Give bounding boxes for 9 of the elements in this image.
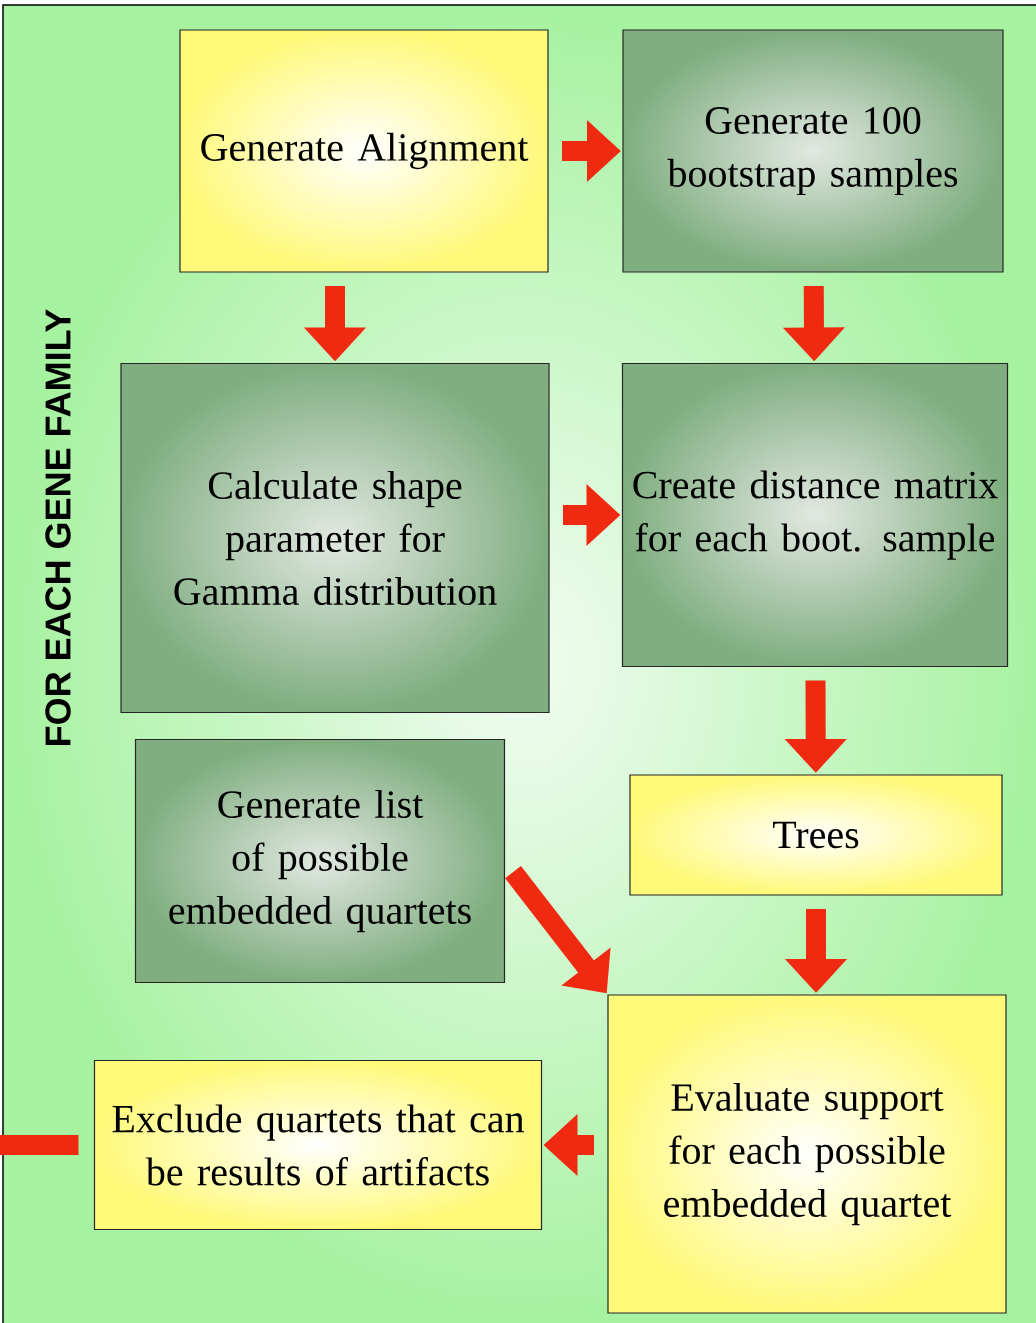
process-box: Trees [629,774,1003,896]
process-box: Create distance matrix for each boot. sample [621,362,1009,668]
process-box: Evaluate support for each possible embedded quartet [607,994,1007,1314]
process-box: Generate Alignment [179,29,549,273]
process-box: Generate 100 bootstrap samples [622,29,1004,273]
process-box: Exclude quartets that can be results of artifacts [93,1059,543,1231]
process-box: Calculate shape parameter for Gamma distribution [120,362,550,714]
process-box: Generate list of possible embedded quartets [134,738,506,984]
vertical-label: FOR EACH GENE FAMILY [45,309,71,745]
